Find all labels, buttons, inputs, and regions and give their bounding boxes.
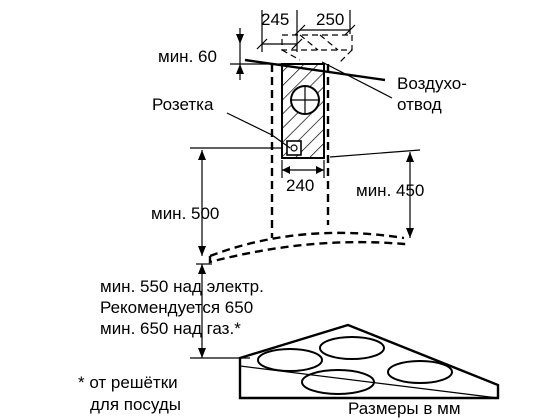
dim-245-tick-r — [291, 38, 303, 50]
burner-2 — [319, 336, 385, 360]
dim-240-arrow-r — [316, 166, 324, 174]
dim-500-label: мин. 500 — [151, 204, 219, 223]
burner-1 — [257, 348, 323, 372]
socket-box — [286, 140, 302, 156]
dim-450-arrow-top — [406, 152, 414, 162]
dim-250-tick-r — [344, 24, 356, 36]
dim-60-label: мин. 60 — [158, 47, 217, 66]
hood-canopy-top — [209, 231, 405, 258]
dim-250-tick-l — [294, 24, 306, 36]
clearance-recommended-label: Рекомендуется 650 — [100, 298, 253, 317]
socket-level-line-right — [329, 149, 421, 158]
dim-450-label: мин. 450 — [356, 181, 424, 200]
footnote-line-1: * от решётки — [78, 373, 178, 392]
dim-500-arrow-bottom — [198, 246, 206, 256]
air-outlet-label-1: Воздухо- — [397, 74, 467, 93]
dim-240-arrow-l — [282, 166, 290, 174]
dim-450-arrow-bottom — [406, 228, 414, 238]
leader-socket-tail — [271, 134, 291, 149]
units-label: Размеры в мм — [348, 399, 461, 418]
footnote-line-2: для посуды — [90, 395, 181, 414]
dim-60-arrow-bottom — [236, 64, 244, 74]
top-duct-box-slant — [281, 34, 353, 63]
hood-canopy-bottom — [208, 238, 406, 264]
burner-3 — [301, 369, 375, 395]
leader-air-outlet — [321, 61, 393, 99]
socket-label: Розетка — [152, 95, 214, 114]
dim-550-arrow-top — [198, 264, 206, 274]
dim-550-arrow-bottom — [198, 348, 206, 358]
dim-500-arrow-top — [198, 150, 206, 160]
dim-245-tick-l — [256, 38, 268, 50]
clearance-gas-label: мин. 650 над газ.* — [100, 319, 241, 338]
dim-245-label: 245 — [261, 10, 289, 29]
leader-socket — [226, 112, 273, 136]
cooktop-edge — [239, 358, 499, 399]
dim-60-arrow-top — [236, 34, 244, 44]
burner-4 — [387, 360, 453, 384]
clearance-electric-label: мин. 550 над электр. — [100, 277, 264, 296]
dim-250-label: 250 — [316, 10, 344, 29]
air-outlet-label-2: отвод — [397, 95, 442, 114]
dim-240-label: 240 — [286, 176, 314, 195]
cooktop-outline — [238, 323, 500, 400]
socket-dot — [290, 144, 298, 152]
